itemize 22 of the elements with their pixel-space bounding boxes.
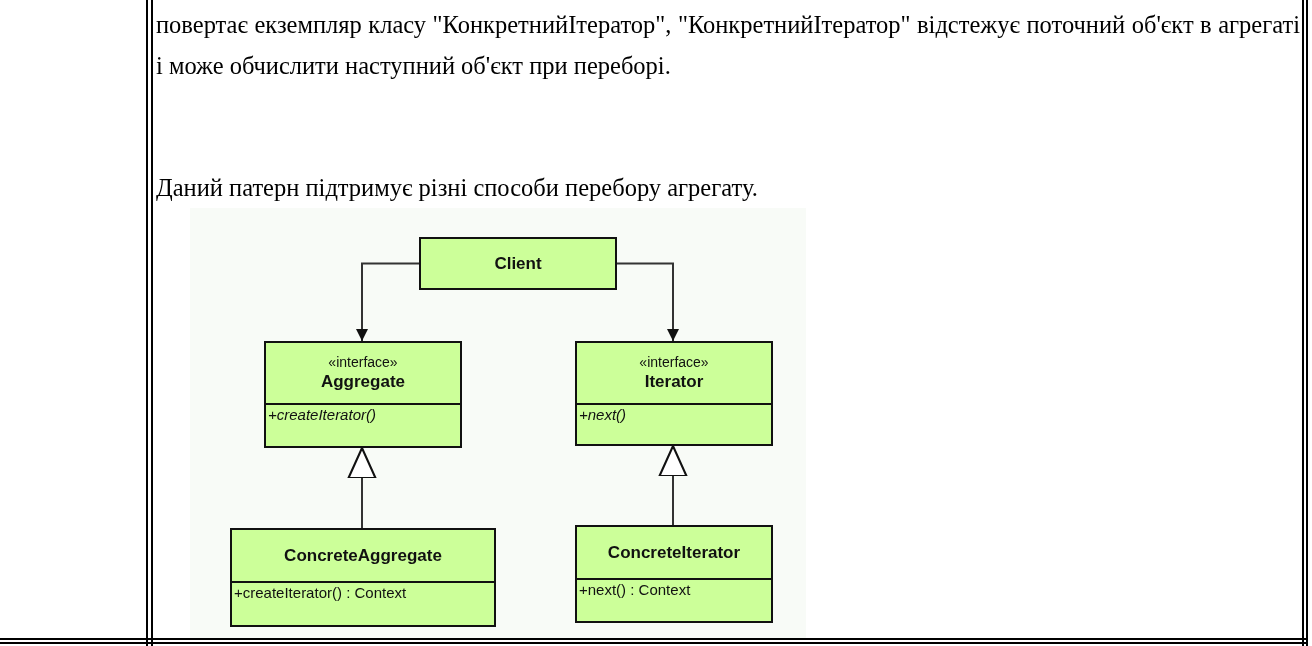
paragraph: Даний патерн підтримує різні способи перебору агрегату. [156,173,759,203]
stereotype-label: «interface» [328,353,398,371]
class-box [419,237,617,290]
paragraph: повертає екземпляр класу "КонкретнийІтератор", "КонкретнийІтератор" відстежує поточний об'єкт в агрегаті і може обчислити наступний об'єкт при переборі. [156,10,1300,81]
class-box [575,341,773,446]
generalization-arrow [347,446,377,529]
association-arrow [616,262,679,342]
method-signature: +createIterator() [268,405,377,425]
association-arrow [356,262,420,342]
class-box [575,525,773,623]
class-box [264,341,462,448]
class-name: ConcreteIterator [607,541,741,564]
method-signature: +next() : Context [579,580,692,600]
generalization-arrow [658,444,688,526]
class-box [230,528,496,627]
class-name: Client [494,252,542,275]
stereotype-label: «interface» [639,353,709,371]
class-name: Iterator [644,371,704,393]
class-name: Aggregate [320,371,406,393]
method-signature: +next() [579,405,628,425]
class-name: ConcreteAggregate [284,544,442,567]
method-signature: +createIterator() : Context [234,583,408,603]
